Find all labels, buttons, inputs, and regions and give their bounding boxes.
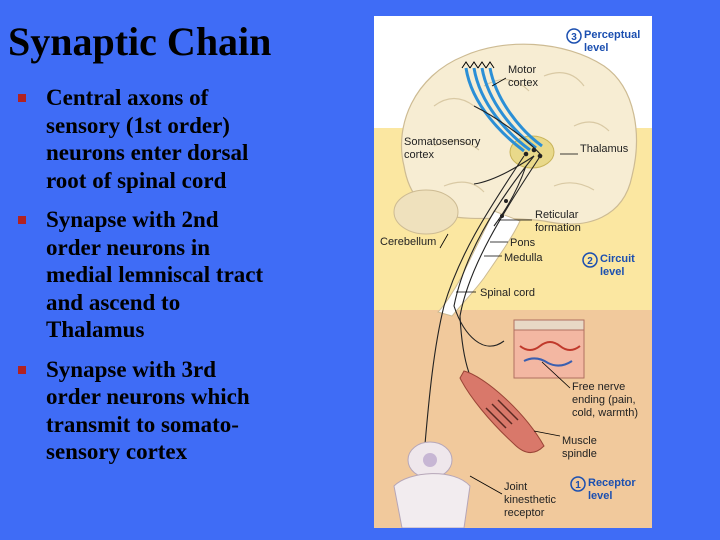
motor-label: Motor — [508, 64, 536, 76]
level-1-label-2: level — [588, 490, 612, 502]
synaptic-chain-diagram: Motor cortex Somatosensory cortex Thalam… — [374, 16, 652, 529]
bullet-item: Synapse with 3rd order neurons which tra… — [18, 356, 368, 466]
level-2-label-2: level — [600, 266, 624, 278]
muscle-spindle-label-2: spindle — [562, 448, 597, 460]
square-bullet-icon — [18, 216, 26, 224]
level-number-icon — [570, 476, 586, 492]
somatosensory-label: Somatosensory — [404, 136, 481, 148]
bullet-text: Central axons of sensory (1st order) neu… — [46, 85, 249, 193]
free-nerve-label-2: ending (pain, — [572, 394, 636, 406]
level-1-number: 1 — [575, 480, 581, 491]
muscle-spindle-label: Muscle — [562, 435, 597, 447]
diagram-svg: Motor cortex Somatosensory cortex Thalam… — [374, 16, 652, 529]
bullet-item: Central axons of sensory (1st order) neu… — [18, 84, 368, 194]
level-3-number: 3 — [571, 32, 577, 43]
square-bullet-icon — [18, 365, 26, 374]
pons-label: Pons — [510, 237, 536, 249]
level-2-marker: 2 Circuit level — [582, 252, 635, 278]
synapse-dots — [500, 147, 543, 218]
bullet-item: Synapse with 2nd order neurons in medial… — [18, 206, 368, 344]
level-3-label-2: level — [584, 42, 608, 54]
joint-label: Joint — [504, 481, 527, 493]
level-3-label: Perceptual — [584, 29, 640, 41]
level-1-marker: 1 Receptor level — [570, 476, 636, 502]
square-bullet-icon — [18, 94, 26, 102]
level-3-marker: 3 Perceptual level — [566, 28, 640, 54]
fiber-heads — [461, 61, 495, 69]
reticular-label: Reticular — [535, 209, 579, 221]
leader-lines — [439, 77, 578, 495]
somatosensory-label-2: cortex — [404, 149, 434, 161]
bullet-list: Central axons of sensory (1st order) neu… — [18, 84, 368, 478]
level-number-icon — [566, 28, 582, 44]
medulla-label: Medulla — [504, 252, 543, 264]
spinal-cord-label: Spinal cord — [480, 287, 535, 299]
muscle-illustration — [459, 370, 545, 453]
joint-illustration — [393, 441, 471, 529]
thalamus-label: Thalamus — [580, 143, 629, 155]
level-number-icon — [582, 252, 598, 268]
free-nerve-label-3: cold, warmth) — [572, 407, 638, 419]
cerebellum-label: Cerebellum — [380, 236, 436, 248]
brain-folds — [433, 72, 610, 193]
joint-label-3: receptor — [504, 507, 545, 519]
reticular-label-2: formation — [535, 222, 581, 234]
bullet-text: Synapse with 3rd order neurons which tra… — [46, 356, 250, 465]
cerebellum-shape — [393, 189, 459, 235]
level-2-number: 2 — [587, 256, 593, 267]
skin-illustration — [513, 319, 585, 379]
joint-label-2: kinesthetic — [504, 494, 556, 506]
free-nerve-label: Free nerve — [572, 381, 625, 393]
bullet-text: Synapse with 2nd order neurons in medial… — [46, 207, 264, 342]
slide-title: Synaptic Chain — [8, 19, 272, 64]
motor-label-2: cortex — [508, 77, 538, 89]
level-2-label: Circuit — [600, 253, 635, 265]
level-1-label: Receptor — [588, 477, 636, 489]
